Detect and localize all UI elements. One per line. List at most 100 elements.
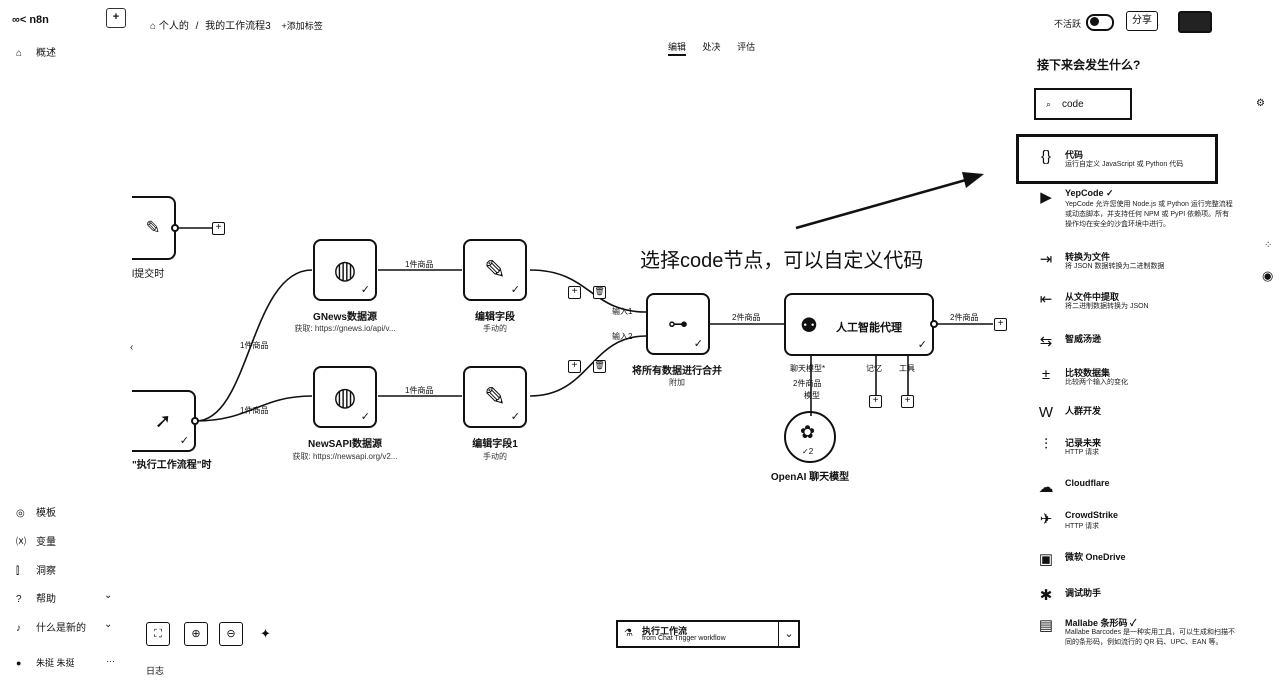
check-icon: ✓ (360, 284, 370, 296)
tab-edit[interactable]: 编辑 (668, 42, 687, 56)
add-node-button[interactable]: + (568, 360, 581, 373)
merge-node[interactable]: ⊶ ✓ (646, 293, 710, 355)
result-title: Mallabe 条形码 ✓ (1065, 618, 1137, 628)
edge-label: 2件商品 (950, 313, 979, 322)
result-icon: W (1038, 404, 1054, 421)
add-tool-button[interactable]: + (901, 395, 914, 408)
result-icon: ⇆ (1039, 333, 1053, 350)
sidebar-item-variables[interactable]: ⒳变量 (16, 533, 56, 548)
edge-label: 1件商品 (405, 260, 434, 269)
zoom-out-icon[interactable]: ⊖ (219, 622, 243, 646)
delete-icon[interactable]: 🗑 (593, 360, 606, 373)
result-title: CrowdStrike (1065, 510, 1119, 520)
chevron-left-icon[interactable]: ‹ (130, 342, 134, 353)
result-icon: ⫶ (1044, 436, 1048, 453)
settings-icon[interactable]: ⚙ (1256, 98, 1265, 109)
selected-result-highlight (1016, 134, 1218, 184)
form-trigger-node[interactable]: ✎ (132, 196, 176, 260)
edge-trigger-gnews (195, 269, 313, 422)
zoom-in-icon[interactable]: ⊕ (184, 622, 208, 646)
add-memory-button[interactable]: + (869, 395, 882, 408)
templates-icon: ◎ (16, 508, 25, 519)
avatar: ● (16, 658, 22, 668)
manual-trigger-node[interactable]: ➚ ✓ (132, 390, 196, 452)
fit-view-icon[interactable]: ⛶ (146, 622, 170, 646)
search-input[interactable]: ⌕ code (1034, 88, 1132, 120)
globe-icon: ◍ (333, 381, 357, 412)
n8n-logo[interactable]: ∞< n8n (12, 14, 49, 26)
sidebar-item-help[interactable]: ?帮助⌄ (16, 590, 113, 605)
tab-executions[interactable]: 处决 (702, 42, 721, 52)
result-desc: HTTP 请求 (1065, 449, 1100, 456)
check-icon: ✓ (917, 339, 927, 351)
chevron-down-icon[interactable]: ⌄ (778, 620, 800, 648)
assistant-icon[interactable]: ◉ (1262, 268, 1274, 283)
edge-label: 1件商品 (405, 386, 434, 395)
edit-fields-node[interactable]: ✎ ✓ (463, 239, 527, 301)
output-port[interactable] (930, 320, 938, 328)
add-button[interactable]: + (106, 8, 126, 28)
result-title: Cloudflare (1065, 478, 1110, 488)
add-node-button[interactable]: + (212, 222, 225, 235)
share-button[interactable]: 分享 (1126, 11, 1158, 31)
tab-evaluations[interactable]: 评估 (737, 42, 756, 52)
check-icon: ✓ (179, 435, 189, 447)
add-node-button[interactable]: + (994, 318, 1007, 331)
result-icon: ▣ (1038, 551, 1054, 568)
model-items-sub: 模型 (804, 391, 820, 400)
output-port[interactable] (171, 224, 179, 232)
active-toggle[interactable] (1086, 14, 1114, 31)
manual-trigger-label: "执行工作流程"时 (132, 460, 212, 471)
output-port[interactable] (191, 417, 199, 425)
newsapi-sub: 获取: https://newsapi.org/v2... (292, 452, 398, 461)
gnews-title: GNews数据源 (313, 312, 377, 323)
result-icon: ▶ (1040, 189, 1052, 206)
annotation-arrow (795, 174, 981, 230)
chart-icon: ⫿ (16, 566, 20, 577)
edge-label: 1件商品 (240, 341, 269, 350)
breadcrumb-personal[interactable]: 个人的 (158, 21, 189, 32)
openai-icon: ✿ (800, 422, 816, 442)
edit-fields-title: 编辑字段 (475, 312, 515, 323)
delete-icon[interactable]: 🗑 (593, 286, 606, 299)
add-tag-link[interactable]: +添加标签 (281, 21, 323, 31)
sidebar-item-insights[interactable]: ⫿洞察 (16, 566, 56, 577)
add-node-button[interactable]: + (568, 286, 581, 299)
result-title: 从文件中提取 (1065, 292, 1120, 302)
execute-workflow-button[interactable]: ⚗ 执行工作流 from Chat Trigger workflow (616, 620, 800, 648)
log-label[interactable]: 日志 (146, 666, 165, 676)
save-icon[interactable] (1178, 11, 1212, 33)
newsapi-node[interactable]: ◍ ✓ (313, 366, 377, 428)
openai-badge: ✓2 (802, 447, 814, 456)
view-tabs: 编辑 处决 评估 (668, 40, 769, 56)
model-items-label: 2件商品 (793, 379, 822, 388)
edge-trigger-newsapi (195, 395, 313, 422)
gnews-node[interactable]: ◍ ✓ (313, 239, 377, 301)
memory-port-label: 记忆 (866, 364, 882, 373)
nodes-icon[interactable]: ⁘ (1264, 240, 1273, 251)
sidebar-item-whats-new[interactable]: ♪什么是新的⌄ (16, 619, 113, 634)
chevron-down-icon: ⌄ (104, 619, 113, 630)
ai-agent-node[interactable]: ⚉ 人工智能代理 ✓ (784, 293, 934, 356)
result-icon: ✈ (1039, 511, 1053, 528)
result-desc: Mallabe Barcodes 是一种实用工具，可以生成和扫描不同的条形码，例… (1065, 629, 1235, 646)
openai-title: OpenAI 聊天模型 (770, 472, 850, 483)
edge-label: 2件商品 (732, 313, 761, 322)
sidebar-item-templates[interactable]: ◎模板 (16, 508, 56, 519)
result-desc: 将 JSON 数据转换为二进制数据 (1065, 263, 1165, 270)
result-desc: 比较两个输入的变化 (1065, 379, 1128, 386)
logo-icon: ∞< (12, 14, 30, 26)
openai-model-node[interactable]: ✿ ✓2 (784, 411, 836, 463)
breadcrumb-workflow[interactable]: 我的工作流程3 (205, 21, 271, 32)
tool-port-label: 工具 (899, 364, 915, 373)
home-icon: ⌂ (16, 48, 23, 59)
result-icon: ✱ (1039, 587, 1053, 604)
sidebar-item-overview[interactable]: ⌂概述 (16, 48, 56, 59)
tidy-icon[interactable]: ✦ (260, 626, 271, 641)
model-port-label: 聊天模型* (790, 364, 826, 373)
edit-fields1-node[interactable]: ✎ ✓ (463, 366, 527, 428)
check-icon: ✓ (693, 338, 703, 350)
result-desc: 运行自定义 JavaScript 或 Python 代码 (1065, 161, 1184, 168)
result-title: 比较数据集 (1065, 368, 1111, 378)
sidebar-user[interactable]: ●朱挺 朱挺··· (16, 656, 115, 668)
